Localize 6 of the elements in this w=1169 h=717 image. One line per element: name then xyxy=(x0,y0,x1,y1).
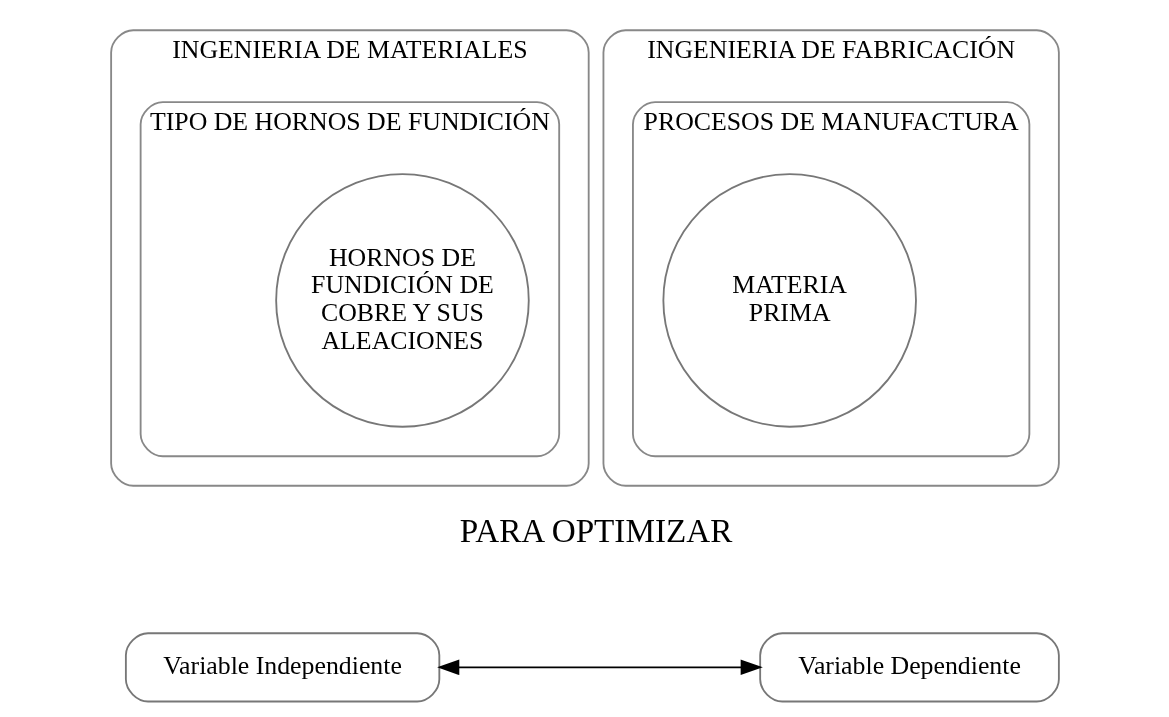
label: PARA OPTIMIZAR xyxy=(459,511,732,549)
node-circle: HORNOS DE FUNDICIÓN DE COBRE Y SUS ALEACIONES xyxy=(274,173,530,428)
node-box: Variable Dependiente xyxy=(758,632,1060,703)
node-box: Variable Independiente xyxy=(124,632,440,703)
node-circle: MATERIA PRIMA xyxy=(661,173,917,428)
arrow xyxy=(436,659,763,676)
